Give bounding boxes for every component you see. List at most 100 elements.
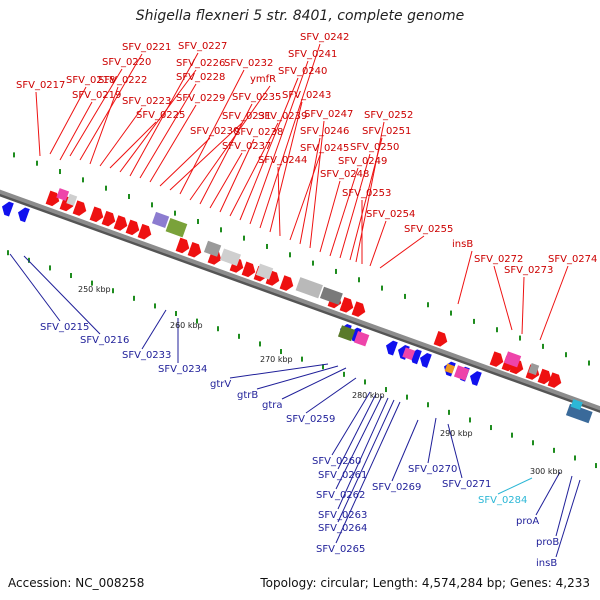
inner-tick-dot <box>532 440 534 446</box>
leader-line <box>199 103 253 205</box>
leader-line <box>229 363 329 379</box>
backbone-track <box>0 189 600 413</box>
forward-gene-arrow-shape <box>89 206 104 223</box>
outer-tick-dot <box>266 243 268 249</box>
inner-tick-dot <box>91 280 93 286</box>
gene-label-sfv_0247: SFV_0247 <box>304 109 353 120</box>
leader-line <box>335 395 383 490</box>
gene-label-sfv_0237: SFV_0237 <box>222 141 271 152</box>
gene-label-sfv_0251: SFV_0251 <box>362 126 411 137</box>
gene-label-sfv_0250: SFV_0250 <box>350 142 399 153</box>
gene-label-prob: proB <box>536 537 559 548</box>
gene-label-sfv_0233: SFV_0233 <box>122 350 171 361</box>
forward-gene-arrow <box>175 237 190 254</box>
outer-tick-dot <box>588 360 590 366</box>
leader-line <box>59 101 93 161</box>
leader-line <box>281 367 347 400</box>
outer-tick-dot <box>312 260 314 266</box>
outer-tick-dot <box>404 293 406 299</box>
outer-tick-dot <box>151 202 153 208</box>
gene-features <box>2 188 593 424</box>
gene-label-sfv_0217: SFV_0217 <box>16 80 65 91</box>
outer-tick-dot <box>13 152 15 158</box>
leader-line <box>269 101 303 233</box>
inner-tick-dot <box>595 463 597 469</box>
gene-label-sfv_0242: SFV_0242 <box>300 32 349 43</box>
outer-tick-dot <box>427 302 429 308</box>
leader-line <box>493 265 513 331</box>
outer-tick-dot <box>174 210 176 216</box>
inner-tick-dot <box>511 432 513 438</box>
leader-line <box>119 69 197 173</box>
gene-label-sfv_0249: SFV_0249 <box>338 156 387 167</box>
gene-label-sfv_0235: SFV_0235 <box>232 92 281 103</box>
forward-gene-arrow <box>187 242 202 258</box>
forward-gene-arrow-shape <box>279 275 294 291</box>
gene-label-gtra: gtra <box>262 400 283 411</box>
inner-tick-dot <box>448 409 450 415</box>
feature-block <box>337 325 356 342</box>
leader-line <box>256 365 339 390</box>
outer-tick-dot <box>289 252 291 258</box>
inner-tick-dot <box>175 311 177 317</box>
inner-tick-dot <box>301 356 303 362</box>
feature-block <box>453 365 470 381</box>
forward-gene-arrow <box>351 301 366 317</box>
feature-block <box>165 218 188 238</box>
leader-line <box>497 477 533 495</box>
forward-gene-arrow <box>101 210 116 227</box>
gene-label-sfv_0284: SFV_0284 <box>478 495 527 506</box>
forward-gene-arrow-shape <box>45 190 60 207</box>
outer-tick-dot <box>243 235 245 241</box>
forward-gene-arrow-shape <box>113 215 128 231</box>
inner-tick-dot <box>385 387 387 393</box>
gene-label-sfv_0226: SFV_0226 <box>176 58 225 69</box>
inner-tick-dot <box>259 341 261 347</box>
leader-lines <box>9 43 581 558</box>
gene-label-sfv_0265: SFV_0265 <box>316 544 365 555</box>
reverse-gene-arrow <box>470 371 482 386</box>
gene-label-sfv_0245: SFV_0245 <box>300 143 349 154</box>
leader-line <box>109 121 157 169</box>
gene-label-proa: proA <box>516 516 539 527</box>
gene-label-sfv_0248: SFV_0248 <box>320 169 369 180</box>
leader-line <box>369 220 387 267</box>
outer-tick-dot <box>220 227 222 233</box>
leader-line <box>521 276 525 335</box>
outer-tick-dot <box>36 160 38 166</box>
gene-label-sfv_0225: SFV_0225 <box>136 110 185 121</box>
feature-block <box>295 277 323 299</box>
leader-line <box>23 255 101 335</box>
inner-tick-dot <box>490 425 492 431</box>
gene-label-sfv_0274: SFV_0274 <box>548 254 597 265</box>
gene-label-insb: insB <box>452 239 473 250</box>
scale-tick-label: 280 kbp <box>352 391 385 400</box>
leader-line <box>35 91 41 157</box>
inner-tick-dot <box>238 333 240 339</box>
scale-tick-label: 260 kbp <box>170 321 203 330</box>
leader-line <box>535 471 561 516</box>
reverse-gene-arrow <box>386 340 398 356</box>
forward-gene-arrow-shape <box>187 242 202 258</box>
gene-label-sfv_0269: SFV_0269 <box>372 482 421 493</box>
leader-line <box>391 419 419 482</box>
leader-line <box>427 417 437 464</box>
gene-label-sfv_0273: SFV_0273 <box>504 265 553 276</box>
leader-line <box>89 86 119 165</box>
gene-label-sfv_0230: SFV_0230 <box>190 126 239 137</box>
feature-block <box>353 331 370 347</box>
gene-label-sfv_0221: SFV_0221 <box>122 42 171 53</box>
leader-line <box>289 154 321 241</box>
gene-label-insb: insB <box>536 558 557 569</box>
inner-tick-dot <box>364 379 366 385</box>
reverse-gene-arrow-shape <box>386 340 398 356</box>
forward-gene-arrow-shape <box>351 301 366 317</box>
leader-line <box>447 423 463 479</box>
feature-block <box>219 248 241 266</box>
map-title: Shigella flexneri 5 str. 8401, complete … <box>135 8 465 24</box>
forward-gene-arrow <box>72 200 87 216</box>
gene-label-sfv_0239: SFV_0239 <box>258 111 307 122</box>
leader-line <box>339 153 371 259</box>
inner-tick-dot <box>574 455 576 461</box>
